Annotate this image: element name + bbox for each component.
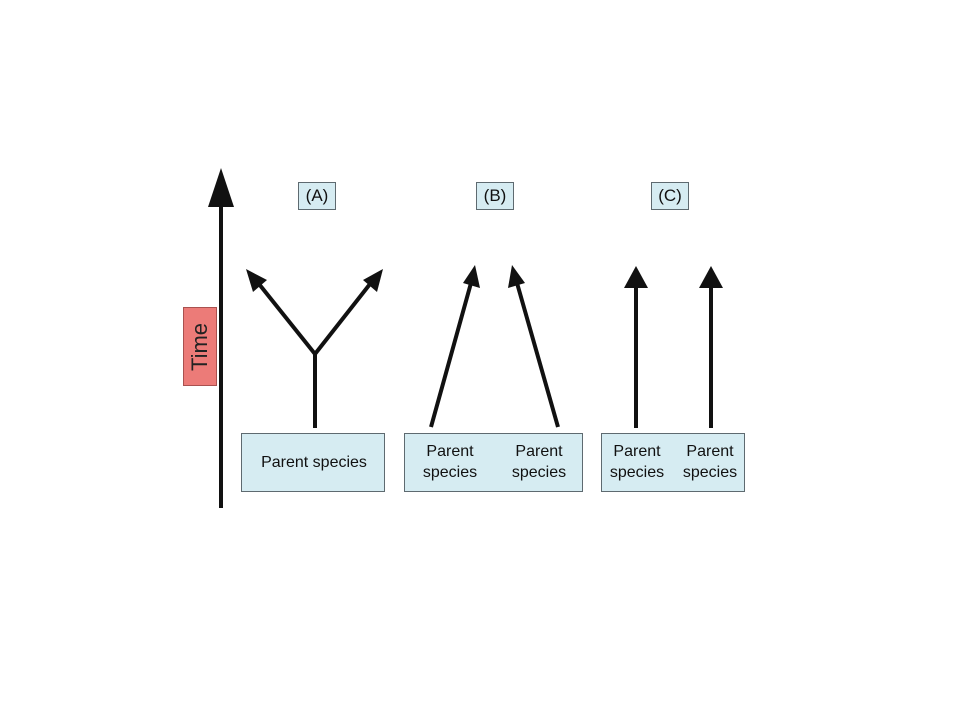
panel-a-label: (A) xyxy=(298,182,336,210)
panel-a-branch-right xyxy=(313,282,372,356)
panel-c-parent-species-box: Parent species Parent species xyxy=(601,433,745,492)
panel-c-parent-1-line2: species xyxy=(609,464,665,481)
panel-c-label: (C) xyxy=(651,182,689,210)
panel-a-arrows xyxy=(246,269,383,428)
time-axis-arrowhead xyxy=(208,168,234,207)
panel-a-parent-species-label: Parent species xyxy=(261,454,367,471)
time-axis-label: Time xyxy=(183,307,217,386)
panel-b-parent-2-line1: Parent xyxy=(515,443,563,460)
panel-b-parent-1: Parent species xyxy=(413,441,487,483)
panel-c-arrows xyxy=(624,266,723,428)
panel-b-arrow-right xyxy=(515,282,560,428)
panel-b-arrowhead-right xyxy=(508,265,525,288)
panel-b-arrow-left xyxy=(429,282,473,428)
panel-b-parent-species-box: Parent species Parent species xyxy=(404,433,583,492)
panel-a-arrowhead-right xyxy=(363,269,383,292)
panel-c-parent-2: Parent species xyxy=(675,441,745,483)
panel-c-parent-1: Parent species xyxy=(602,441,672,483)
panel-a-arrowhead-left xyxy=(246,269,267,292)
time-axis-label-text: Time xyxy=(187,322,212,371)
panel-a-branch-left xyxy=(257,282,317,356)
panel-c-parent-2-line2: species xyxy=(682,464,738,481)
panel-c-parent-1-line1: Parent xyxy=(613,443,661,460)
panel-c-arrowhead-right xyxy=(699,266,723,288)
panel-a-parent-species-box: Parent species xyxy=(241,433,385,492)
panel-b-parent-1-line1: Parent xyxy=(426,443,474,460)
panel-b-arrowhead-left xyxy=(463,265,480,288)
panel-b-label: (B) xyxy=(476,182,514,210)
panel-b-parent-2-line2: species xyxy=(511,464,567,481)
panel-b-parent-1-line2: species xyxy=(422,464,478,481)
panel-b-arrows xyxy=(429,265,560,428)
panel-c-arrowhead-left xyxy=(624,266,648,288)
panel-c-parent-2-line1: Parent xyxy=(686,443,734,460)
panel-b-parent-2: Parent species xyxy=(502,441,576,483)
